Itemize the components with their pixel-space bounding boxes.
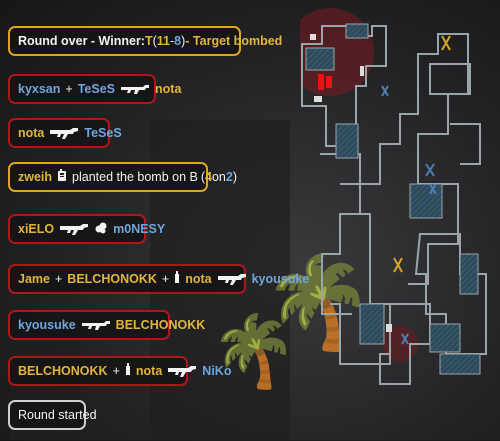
hatched-areas (305, 23, 481, 375)
score-t: 11 (156, 34, 170, 48)
smoke-icon (94, 221, 108, 238)
assist-name: BELCHONOKK (67, 272, 157, 286)
ak47-icon (49, 127, 79, 139)
attacker-name: BELCHONOKK (18, 364, 108, 378)
score-on: on (211, 170, 226, 184)
attacker-name: Jame (18, 272, 50, 286)
score-open: ( (152, 34, 157, 48)
assist-plus: + (54, 272, 63, 286)
bomb-action-text: planted the bomb on B (72, 170, 198, 184)
victim-name: kyousuke (251, 272, 310, 286)
ak47-icon (167, 365, 197, 377)
flash-assist-name: nota (135, 364, 163, 378)
assist-plus: + (161, 272, 170, 286)
assist-name: TeSeS (77, 82, 116, 96)
victim-name: NiKo (202, 364, 232, 378)
round-end-reason: - Target bombed (185, 34, 283, 48)
attacker-name: kyxsan (18, 82, 61, 96)
score-open: ( (200, 170, 206, 184)
palm-tree-icon: 🌴 (262, 250, 375, 355)
victim-name: nota (155, 82, 182, 96)
ak47-icon (217, 273, 247, 285)
round-over-prefix: Round over - Winner: (18, 34, 145, 48)
assist-plus: + (112, 364, 120, 378)
player-ct-markers (381, 85, 437, 345)
bomb-icon (57, 169, 67, 185)
victim-name: BELCHONOKK (115, 318, 206, 332)
round-started-text: Round started (18, 408, 97, 422)
score-close: ) (232, 170, 237, 184)
player-t-markers (393, 35, 451, 273)
score-ct: 2 (225, 170, 233, 184)
map-objects (310, 34, 392, 332)
kill-entry: xiELO m0NESY (8, 214, 165, 244)
round-over-notice: Round over - Winner: T ( 11 - 8 ) - Targ… (8, 26, 282, 56)
ak47-icon (59, 223, 89, 235)
attacker-name: kyousuke (18, 318, 76, 332)
assist-plus: + (65, 82, 73, 96)
radar-minimap (286, 4, 496, 436)
victim-name: TeSeS (84, 126, 122, 140)
score-ct: 8 (174, 34, 182, 48)
kill-entry: BELCHONOKK + nota NiKo (8, 356, 231, 386)
score-close: ) (181, 34, 186, 48)
attacker-name: xiELO (18, 222, 55, 236)
kill-entry: nota TeSeS (8, 118, 122, 148)
kill-entry: Jame + BELCHONOKK + nota kyousuke (8, 264, 309, 294)
score-separator: - (170, 34, 175, 48)
bomb-planted-notice: zweih planted the bomb on B ( 4 on 2 ) (8, 162, 237, 192)
attacker-name: nota (18, 126, 45, 140)
rifle-icon (81, 319, 111, 331)
round-started-notice: Round started (8, 400, 97, 430)
flash-assist-name: nota (185, 272, 212, 286)
flashbang-icon (125, 363, 131, 379)
winner-team: T (144, 34, 153, 48)
score-t: 4 (205, 170, 212, 184)
flashbang-icon (174, 271, 180, 287)
kill-entry: kyousuke BELCHONOKK (8, 310, 205, 340)
minimap-svg (286, 8, 487, 385)
kill-entry: kyxsan + TeSeS nota (8, 74, 181, 104)
rifle-icon (120, 83, 150, 95)
victim-name: m0NESY (113, 222, 166, 236)
palm-tree-icon: 🌴 (210, 310, 298, 392)
planter-name: zweih (18, 170, 53, 184)
bomb-marker-icon (318, 74, 332, 90)
